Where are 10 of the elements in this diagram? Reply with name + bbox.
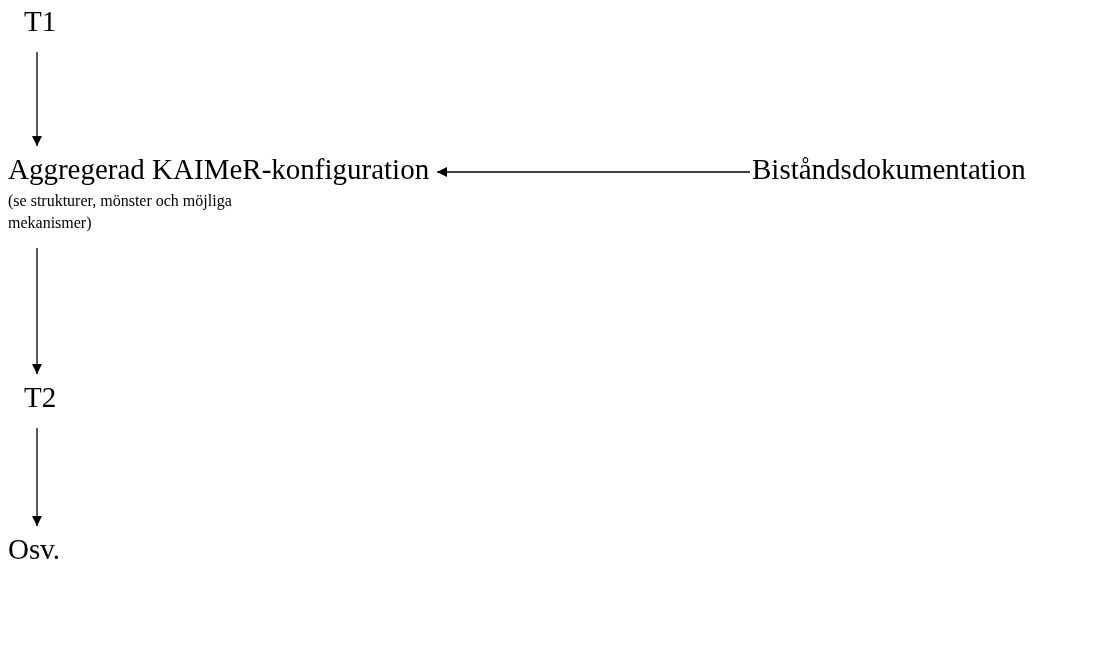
note-text: (se strukturer, mönster och möjliga mekanismer) <box>8 191 233 233</box>
text-label: T2 <box>24 380 57 414</box>
arrow <box>32 51 42 147</box>
arrow <box>32 247 42 375</box>
heading: Aggregerad KAIMeR-konfiguration <box>8 152 430 186</box>
arrow <box>32 427 42 527</box>
text-label: Biståndsdokumentation <box>752 152 1026 186</box>
arrow <box>436 167 751 177</box>
text-label: Osv. <box>8 532 61 566</box>
text-label: T1 <box>24 4 57 38</box>
